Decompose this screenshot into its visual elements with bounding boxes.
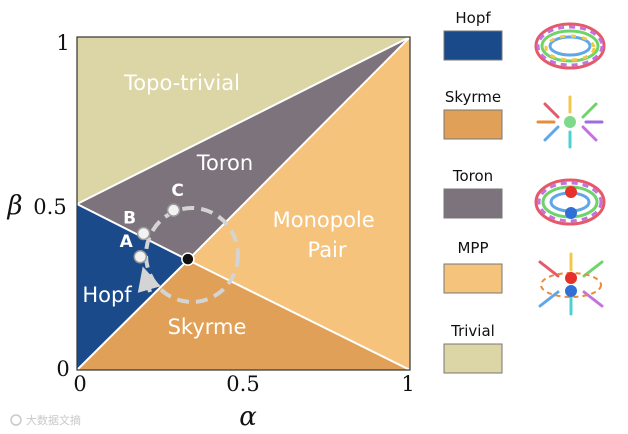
plot-frame <box>76 36 411 371</box>
path-point-label-a: A <box>120 232 134 252</box>
y-tick-0.5: 0.5 <box>33 195 66 219</box>
y-axis-label: β <box>6 191 22 221</box>
legend: Hopf Skyrme Toron MPP Trivial <box>443 9 503 374</box>
legend-label-skyrme: Skyrme <box>445 88 501 106</box>
path-points: AB C <box>120 181 184 264</box>
legend-swatch-mpp <box>443 263 503 294</box>
region-hopf <box>77 204 188 370</box>
transition-path-loop <box>144 206 240 304</box>
legend-label-trivial: Trivial <box>450 322 495 340</box>
x-tick-1: 1 <box>401 372 414 396</box>
watermark-text: 大数据文摘 <box>26 413 81 427</box>
x-tick-0: 0 <box>73 372 86 396</box>
legend-label-toron: Toron <box>452 167 493 185</box>
legend-swatch-hopf <box>443 30 503 61</box>
skyrmion-structure-icon <box>536 95 604 149</box>
monopole-pair-structure-icon <box>538 252 604 316</box>
path-point-a <box>133 250 148 264</box>
path-direction-arrow <box>137 266 161 293</box>
path-point-label-b: B <box>123 208 136 228</box>
hopfion-structure-icon <box>534 22 606 70</box>
region-label-skyrme: Skyrme <box>168 315 247 339</box>
legend-swatch-trivial <box>443 343 503 374</box>
legend-swatch-toron <box>443 188 503 219</box>
path-point-label-c: C <box>171 181 183 201</box>
phase-boundaries <box>76 36 411 371</box>
region-label-toron: Toron <box>196 151 253 175</box>
watermark: 大数据文摘 <box>10 413 81 427</box>
region-label-hopf: Hopf <box>82 283 132 307</box>
x-axis-label: α <box>239 402 257 432</box>
path-point-c <box>166 203 181 217</box>
region-label-topo-trivial: Topo-trivial <box>123 71 240 95</box>
y-tick-1: 1 <box>56 31 69 55</box>
region-toron <box>77 37 410 260</box>
toron-structure-icon <box>534 178 606 226</box>
y-tick-0: 0 <box>56 357 69 381</box>
region-label-monopole-pair: Monopole Pair <box>273 208 382 262</box>
legend-swatch-skyrme <box>443 109 503 140</box>
legend-label-hopf: Hopf <box>455 9 491 27</box>
path-point-b <box>136 226 151 241</box>
x-tick-0.5: 0.5 <box>226 372 259 396</box>
legend-label-mpp: MPP <box>457 239 488 257</box>
triple-point-marker <box>181 252 195 266</box>
